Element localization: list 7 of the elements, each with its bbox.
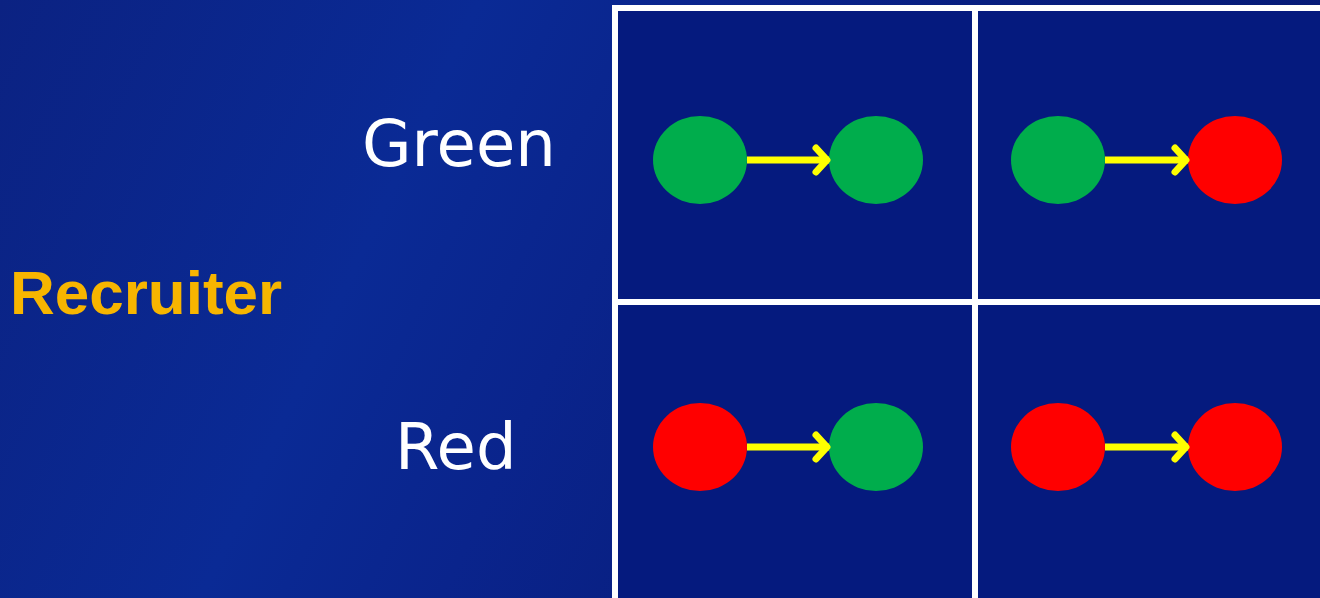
arrow bbox=[747, 431, 831, 463]
arrow bbox=[1105, 431, 1190, 463]
arrow bbox=[747, 144, 831, 176]
row-label: Red bbox=[395, 415, 517, 479]
row-label: Green bbox=[362, 112, 556, 176]
axis-label: Recruiter bbox=[10, 262, 283, 324]
arrow bbox=[1105, 144, 1190, 176]
